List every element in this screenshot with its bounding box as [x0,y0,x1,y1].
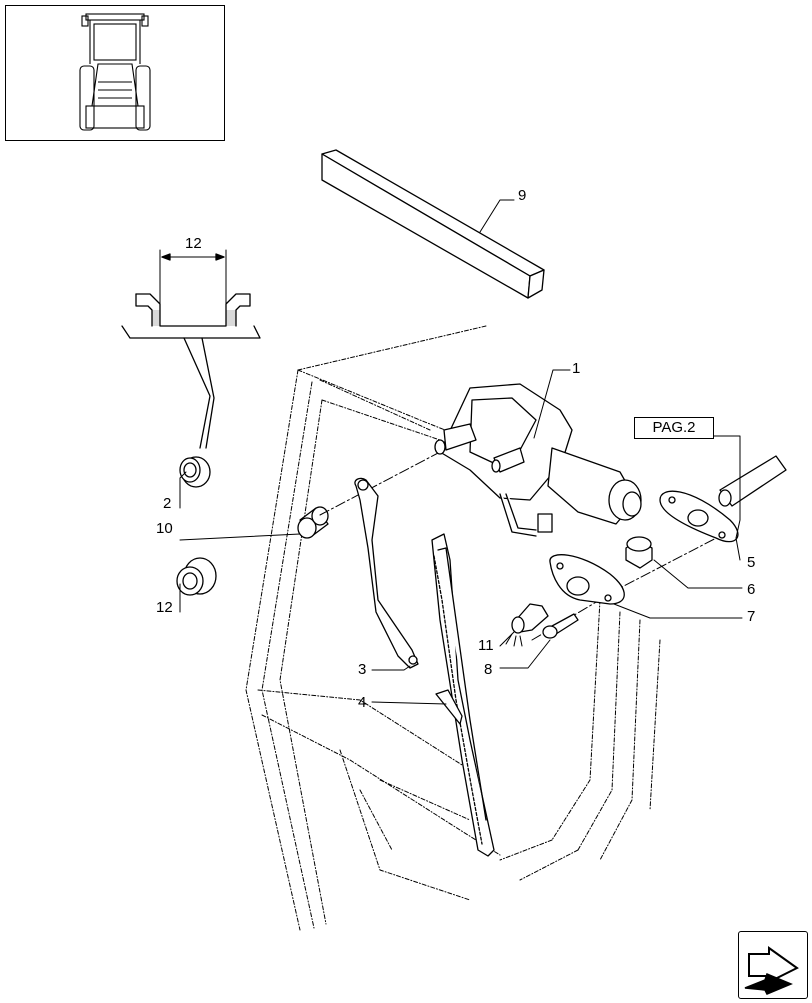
next-page-button[interactable] [738,931,808,999]
wiper-blade-part [431,533,495,857]
gasket-part [659,490,739,543]
wiper-motor-part [434,383,642,537]
cab-frame-outline [245,325,661,931]
wiper-arm-part [354,477,419,669]
hose-tube-part [718,455,787,507]
cap-part-10 [297,506,329,539]
mounting-plate-part [549,554,625,605]
grommet-part-12 [176,557,217,596]
assembly-axis-lines [319,451,725,641]
page-reference-link[interactable]: PAG.2 [634,417,714,439]
callout-label-8: 8 [484,661,493,678]
grommet-part-2 [179,456,211,488]
callout-label-9: 9 [518,187,527,204]
callout-label-5: 5 [747,554,756,571]
grommet-section-detail [121,249,261,449]
tractor-thumbnail [5,5,225,141]
lamp-glow-rays [505,633,523,647]
callout-label-2: 2 [163,495,172,512]
callout-label-6: 6 [747,581,756,598]
callout-label-1: 1 [572,360,581,377]
callout-label-7: 7 [747,608,756,625]
callout-label-11: 11 [478,637,494,654]
callout-label-12: 12 [156,599,173,616]
callout-label-10: 10 [156,520,173,537]
screw-part [542,613,579,639]
next-page-arrow-icon [744,946,799,995]
callout-label-4: 4 [358,694,367,711]
callout-label-3: 3 [358,661,367,678]
tractor-front-view-icon [79,13,151,131]
dimension-label: 12 [185,235,202,252]
lamp-part [511,603,549,634]
callout-leader-lines [179,199,743,705]
bushing-part [625,536,653,569]
seal-strip-part [321,149,545,299]
